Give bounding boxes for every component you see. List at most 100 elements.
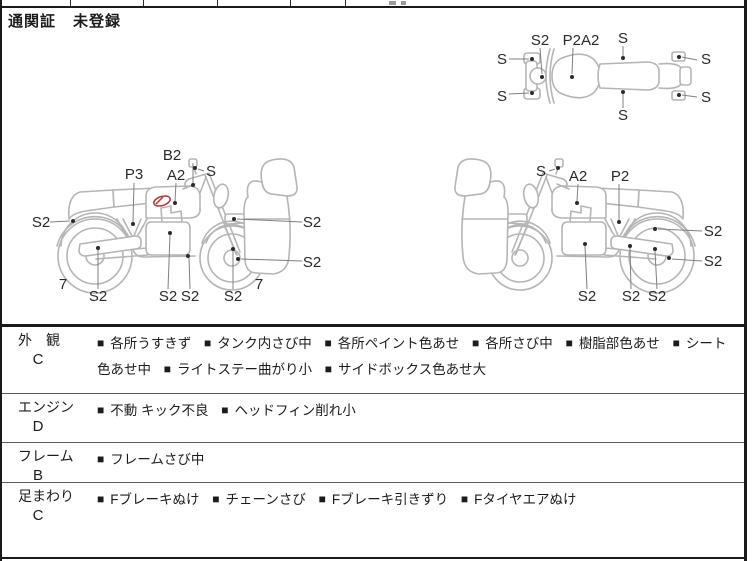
defect-item: ■サイドボックス色あせ大 xyxy=(324,362,487,377)
top-row-cell-border xyxy=(70,0,71,6)
defect-item: ■フレームさび中 xyxy=(97,452,205,467)
marker-right-s2-rear-top: S2 xyxy=(704,223,722,240)
defect-list: ■不動 キック不良 ■ヘッドフィン削れ小 xyxy=(97,394,744,442)
bullet-icon: ■ xyxy=(97,492,105,506)
marker-right-s2-rear-lower: S2 xyxy=(704,253,722,270)
motorcycle-condition-diagram: S2 P2A2 S S S S S S xyxy=(32,30,722,305)
marker-left-7-rear: 7 xyxy=(59,276,67,293)
defect-item: ■不動 キック不良 xyxy=(97,403,209,418)
top-row-cell-border xyxy=(290,0,291,6)
bullet-icon: ■ xyxy=(97,336,105,350)
marker-left-s2-front-wheel: S2 xyxy=(224,288,242,305)
marker-top-p2a2: P2A2 xyxy=(563,32,600,49)
marker-left-b2: B2 xyxy=(163,147,181,164)
marker-right-s2-muffler: S2 xyxy=(648,288,666,305)
top-row-cell-border xyxy=(345,0,346,6)
bullet-icon: ■ xyxy=(472,336,480,350)
marker-left-s2-front-top: S2 xyxy=(303,214,321,231)
marker-top-s-left-bottom: S xyxy=(497,88,507,105)
marker-top-s-right-bottom: S xyxy=(701,89,711,106)
defect-item: ■Fタイヤエアぬけ xyxy=(460,492,577,507)
inspection-table: 外 観 C ■各所うすきず ■タンク内さび中 ■各所ペイント色あせ ■各所さび中… xyxy=(2,324,744,558)
marker-top-s-upper: S xyxy=(618,30,628,47)
bullet-icon: ■ xyxy=(565,336,573,350)
table-row-undercarriage: 足まわり C ■Fブレーキぬけ ■チェーンさび ■Fブレーキ引きずり ■Fタイヤ… xyxy=(2,482,744,558)
defect-list: ■各所うすきず ■タンク内さび中 ■各所ペイント色あせ ■各所さび中 ■樹脂部色… xyxy=(97,327,744,393)
defect-item: ■Fブレーキぬけ xyxy=(97,492,200,507)
defect-item: ■ヘッドフィン削れ小 xyxy=(221,403,356,418)
marker-top-s2: S2 xyxy=(531,32,549,49)
bullet-icon: ■ xyxy=(212,492,220,506)
bullet-icon: ■ xyxy=(204,336,212,350)
marker-top-s-left-top: S xyxy=(497,51,507,68)
defect-item: ■タンク内さび中 xyxy=(204,336,312,351)
category-label: 外 観 xyxy=(18,332,60,348)
marker-left-s2-engine: S2 xyxy=(159,288,177,305)
category-cell: フレーム B xyxy=(2,443,97,484)
bullet-icon: ■ xyxy=(324,362,333,376)
customs-value: 未登録 xyxy=(73,13,122,30)
category-label: フレーム xyxy=(18,448,74,464)
bullet-icon: ■ xyxy=(460,492,469,506)
defect-item: ■シート色あせ中 xyxy=(97,336,727,377)
marker-left-s2-step: S2 xyxy=(181,288,199,305)
grade-value: C xyxy=(32,507,44,524)
bullet-icon: ■ xyxy=(97,452,105,466)
marker-right-s2-engine: S2 xyxy=(578,288,596,305)
table-top-separator xyxy=(2,324,744,327)
defect-item: ■樹脂部色あせ xyxy=(565,336,660,351)
clipped-row-text-remnant xyxy=(401,1,406,5)
defect-list: ■Fブレーキぬけ ■チェーンさび ■Fブレーキ引きずり ■Fタイヤエアぬけ xyxy=(97,483,744,558)
grade-value: D xyxy=(32,418,44,435)
marker-top-s-right-top: S xyxy=(701,51,711,68)
marker-right-a2: A2 xyxy=(569,168,587,185)
bullet-icon: ■ xyxy=(97,403,105,417)
top-row-cell-border xyxy=(217,0,218,6)
table-row-exterior: 外 観 C ■各所うすきず ■タンク内さび中 ■各所ペイント色あせ ■各所さび中… xyxy=(2,327,744,393)
marker-left-p3: P3 xyxy=(125,166,143,183)
category-cell: エンジン D xyxy=(2,394,97,442)
bullet-icon: ■ xyxy=(672,336,680,350)
bullet-icon: ■ xyxy=(318,492,326,506)
marker-right-s2-step: S2 xyxy=(622,288,640,305)
red-circle-annotation xyxy=(153,195,171,207)
marker-right-p2: P2 xyxy=(611,168,629,185)
marker-left-s2-muffler: S2 xyxy=(89,288,107,305)
defect-item: ■各所さび中 xyxy=(472,336,553,351)
marker-left-s2-rear-fender: S2 xyxy=(32,214,50,231)
table-row-engine: エンジン D ■不動 キック不良 ■ヘッドフィン削れ小 xyxy=(2,393,744,442)
motorcycle-right-side-view: S A2 P2 S2 S2 S2 S2 S2 xyxy=(454,158,722,305)
defect-item: ■各所うすきず xyxy=(97,336,192,351)
defect-item: ■ライトステー曲がり小 xyxy=(163,362,313,377)
category-label: 足まわり xyxy=(18,488,74,504)
marker-right-s-mirror: S xyxy=(536,163,546,180)
border-right xyxy=(744,0,747,561)
defect-item: ■チェーンさび xyxy=(212,492,306,507)
marker-left-s-mirror: S xyxy=(206,163,216,180)
table-row-frame: フレーム B ■フレームさび中 xyxy=(2,442,744,484)
bullet-icon: ■ xyxy=(324,336,332,350)
defect-item: ■各所ペイント色あせ xyxy=(324,336,460,351)
clipped-row-text-remnant xyxy=(389,1,396,5)
top-row-separator xyxy=(0,6,747,8)
customs-label: 通関証 xyxy=(8,13,57,30)
category-cell: 足まわり C xyxy=(2,483,97,558)
marker-left-7-front: 7 xyxy=(255,276,263,293)
motorcycle-top-view: S2 P2A2 S S S S S S xyxy=(497,30,711,124)
marker-top-s-lower: S xyxy=(618,107,628,124)
marker-left-s2-front-lower: S2 xyxy=(303,254,321,271)
customs-status-line: 通関証未登録 xyxy=(8,10,121,31)
category-label: エンジン xyxy=(18,399,74,415)
grade-value: C xyxy=(32,351,44,368)
border-bottom xyxy=(0,557,747,559)
border-left xyxy=(0,0,2,561)
bullet-icon: ■ xyxy=(163,362,172,376)
defect-list: ■フレームさび中 xyxy=(97,443,744,482)
motorcycle-left-side-view: B2 A2 P3 S S2 7 S2 S2 S2 S2 7 S2 S2 xyxy=(32,147,321,305)
grade-value: B xyxy=(32,467,43,484)
marker-left-a2: A2 xyxy=(167,167,185,184)
defect-item: ■Fブレーキ引きずり xyxy=(318,492,449,507)
top-row-cell-border xyxy=(143,0,144,6)
category-cell: 外 観 C xyxy=(2,327,97,393)
